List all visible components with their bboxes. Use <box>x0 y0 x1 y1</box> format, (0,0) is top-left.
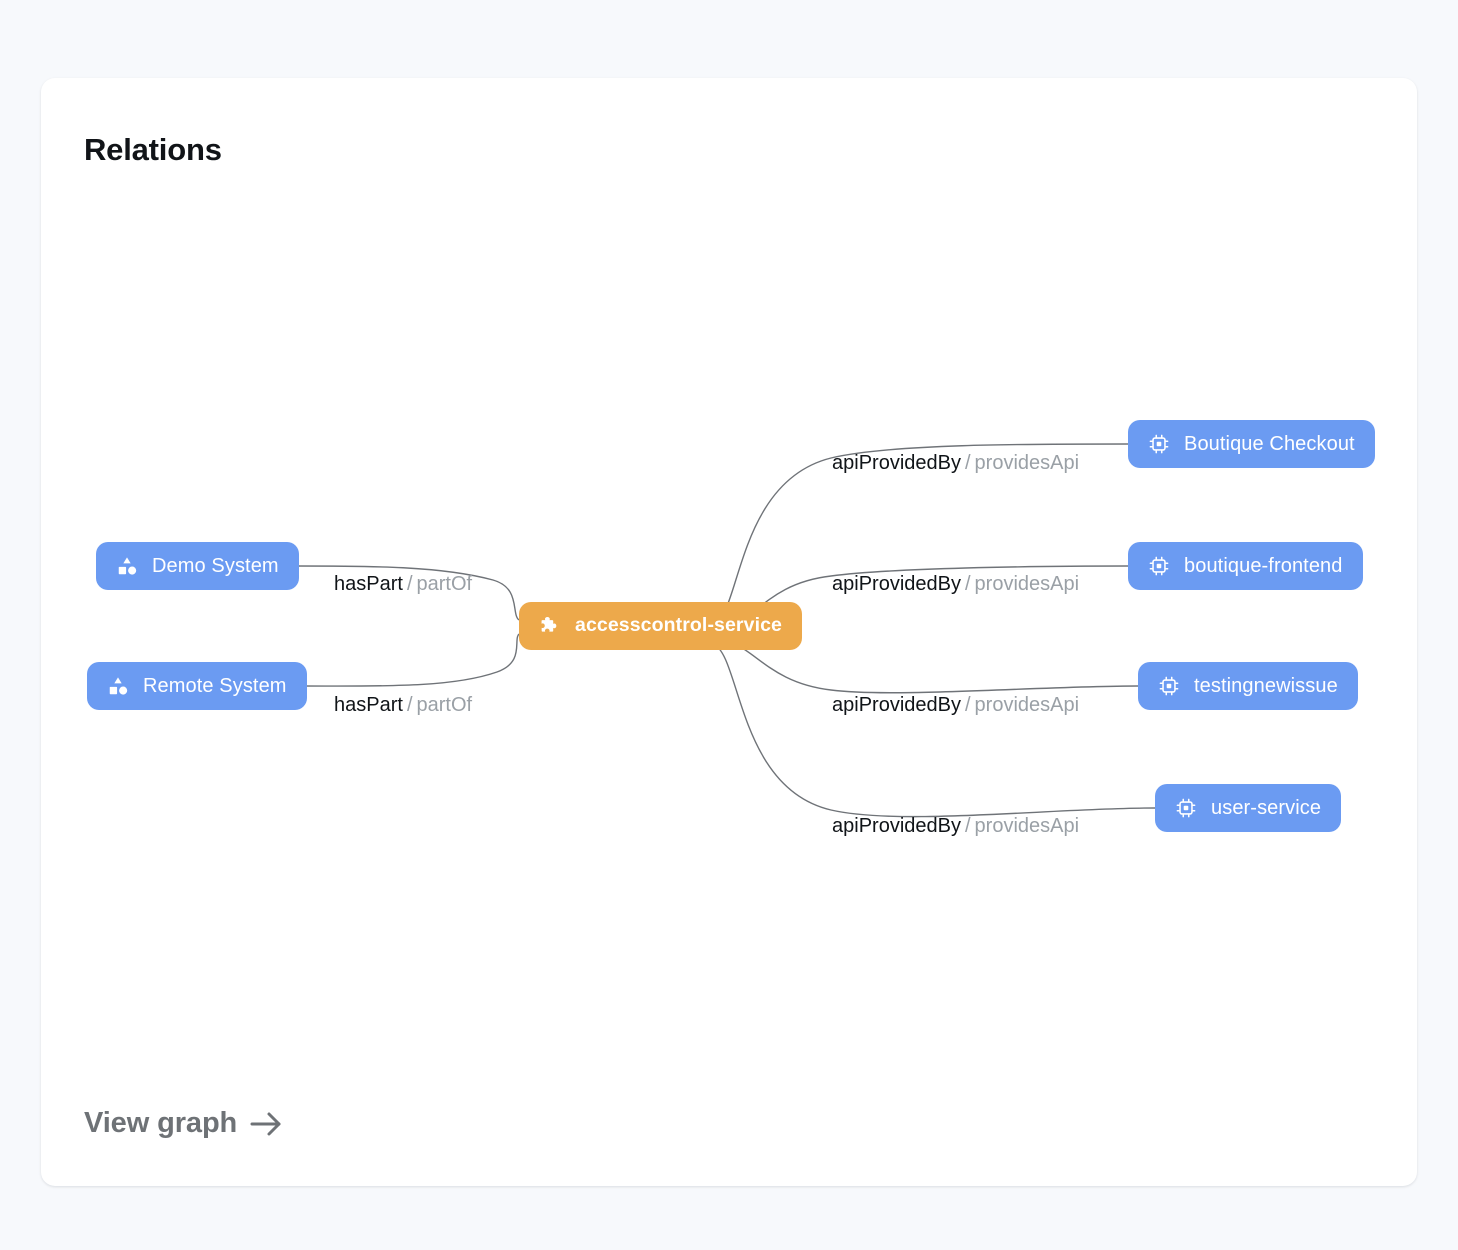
graph-node-demo-system[interactable]: Demo System <box>96 542 299 590</box>
graph-node-boutique-checkout[interactable]: Boutique Checkout <box>1128 420 1375 468</box>
edge-label-separator: / <box>964 452 971 474</box>
edge-label: apiProvidedBy/providesApi <box>832 574 1079 594</box>
edge-label-separator: / <box>964 815 971 837</box>
edge-label: apiProvidedBy/providesApi <box>832 453 1079 473</box>
edge-label-reverse: partOf <box>416 573 473 595</box>
view-graph-label: View graph <box>84 1107 238 1139</box>
relations-graph[interactable]: Demo System Remote System <box>41 78 1417 1186</box>
edge-path-5 <box>300 633 520 687</box>
edge-label-forward: apiProvidedBy <box>832 815 961 837</box>
edge-label-separator: / <box>964 694 971 716</box>
graph-node-label: Boutique Checkout <box>1184 433 1355 455</box>
graph-node-label: accesscontrol-service <box>575 614 782 637</box>
edge-label-separator: / <box>406 573 413 595</box>
edge-label-separator: / <box>964 573 971 595</box>
shapes-icon <box>116 555 138 577</box>
graph-node-label: Demo System <box>152 555 279 577</box>
edge-label-reverse: providesApi <box>974 573 1080 595</box>
graph-node-user-service[interactable]: user-service <box>1155 784 1342 832</box>
edge-label: hasPart/partOf <box>334 574 472 594</box>
edge-path-3 <box>712 643 1156 818</box>
edge-label-forward: apiProvidedBy <box>832 452 961 474</box>
edge-label-forward: apiProvidedBy <box>832 573 961 595</box>
cpu-chip-icon <box>1148 555 1170 577</box>
cpu-chip-icon <box>1175 797 1197 819</box>
page-title: Relations <box>84 131 222 167</box>
shapes-icon <box>107 675 129 697</box>
edge-label-reverse: partOf <box>416 694 473 716</box>
edge-label-reverse: providesApi <box>974 815 1080 837</box>
edge-label-reverse: providesApi <box>974 694 1080 716</box>
edge-label-forward: hasPart <box>334 573 403 595</box>
edge-label: hasPart/partOf <box>334 695 472 715</box>
edge-label-forward: apiProvidedBy <box>832 694 961 716</box>
edge-label: apiProvidedBy/providesApi <box>832 695 1079 715</box>
arrow-right-icon <box>249 1109 283 1139</box>
graph-node-label: user-service <box>1211 797 1322 819</box>
relations-card: Relations <box>41 78 1417 1186</box>
graph-node-label: Remote System <box>143 675 287 697</box>
graph-node-testingnewissue[interactable]: testingnewissue <box>1138 662 1358 710</box>
edge-label: apiProvidedBy/providesApi <box>832 816 1079 836</box>
view-graph-link[interactable]: View graph <box>84 1107 283 1140</box>
graph-node-accesscontrol-service[interactable]: accesscontrol-service <box>519 602 802 650</box>
edge-label-forward: hasPart <box>334 694 403 716</box>
graph-node-boutique-frontend[interactable]: boutique-frontend <box>1128 542 1363 590</box>
graph-node-remote-system[interactable]: Remote System <box>87 662 307 710</box>
edge-label-reverse: providesApi <box>974 452 1080 474</box>
cpu-chip-icon <box>1158 675 1180 697</box>
cpu-chip-icon <box>1148 433 1170 455</box>
puzzle-piece-icon <box>539 615 561 637</box>
graph-node-label: boutique-frontend <box>1184 555 1343 577</box>
edge-label-separator: / <box>406 694 413 716</box>
graph-node-label: testingnewissue <box>1194 675 1338 697</box>
